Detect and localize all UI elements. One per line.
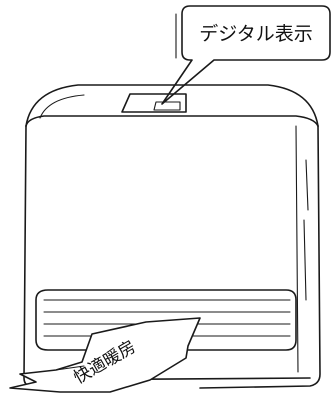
louver-outline (35, 289, 297, 351)
callout-label: デジタル表示 (199, 23, 313, 45)
warm-air-ribbon: 快適暖房 (9, 317, 201, 393)
heater-right-face-edge (295, 125, 299, 373)
display-inner (153, 101, 181, 111)
heater-right-side (199, 125, 321, 389)
callout-bubble (161, 5, 331, 105)
air-outlet-louver (35, 289, 297, 351)
digital-display (121, 93, 187, 113)
display-frame (121, 93, 187, 113)
heater-top-front-edge (25, 115, 319, 127)
heater-top-surface (25, 84, 319, 127)
heater-right-face-edge-2 (305, 159, 309, 211)
ribbon-fold-line (55, 365, 85, 371)
heater-right-face-edge-3 (303, 219, 307, 301)
heater-top-inner-line (39, 94, 85, 119)
heater-left-side (23, 125, 61, 387)
ribbon-shape (9, 317, 201, 393)
digital-display-callout: デジタル表示 (161, 5, 331, 105)
